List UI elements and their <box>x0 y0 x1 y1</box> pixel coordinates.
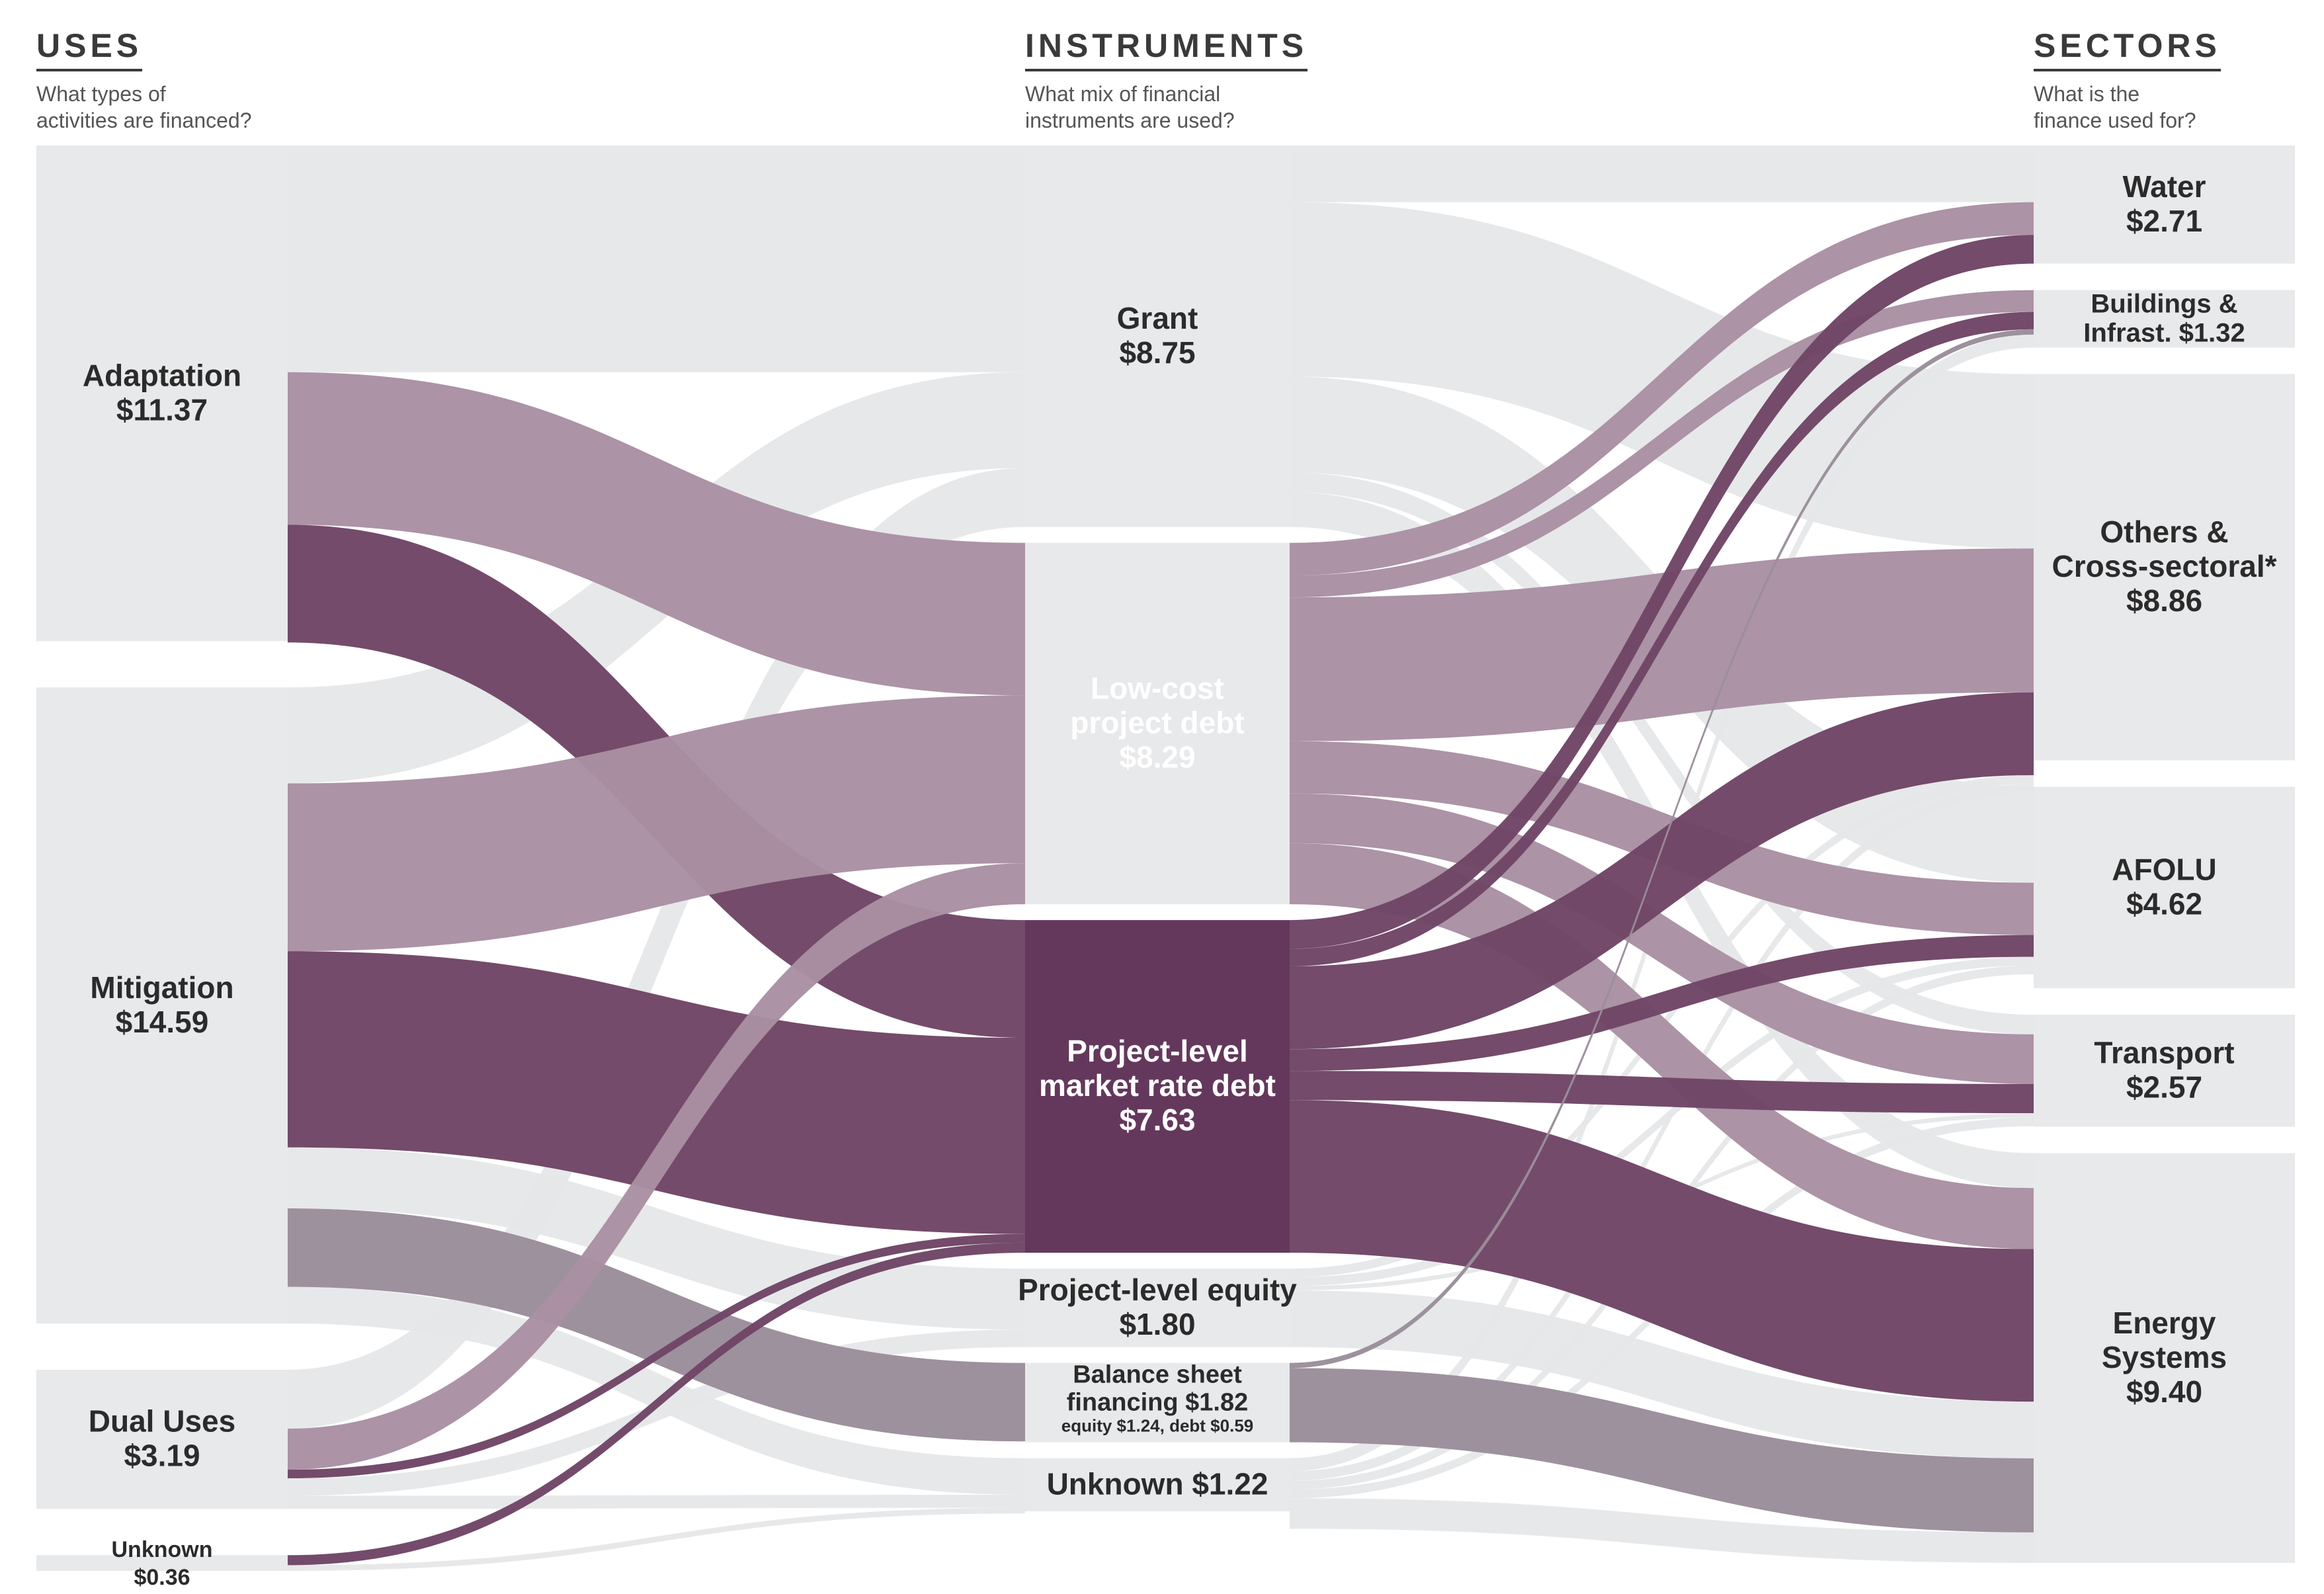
uses-subtitle: What types of activities are financed? <box>36 82 252 132</box>
node-label-market-text-1: market rate debt <box>1039 1068 1276 1103</box>
node-label-balance-text-0: Balance sheet <box>1073 1361 1242 1388</box>
sectors-title: SECTORS <box>2034 26 2221 71</box>
node-buildings <box>2034 290 2295 348</box>
flow-lowcost-to-buildings <box>1290 290 2034 598</box>
node-label-mitigation-value-1: $14.59 <box>116 1005 209 1039</box>
sectors-header: SECTORS What is the finance used for? <box>2034 26 2221 134</box>
flow-market-to-water <box>1290 235 2034 949</box>
flow-lowcost-to-water <box>1290 202 2034 576</box>
flow-grant-to-transport <box>1290 472 2034 1034</box>
flow-unknown_use-to-unknown_inst <box>288 1507 1025 1571</box>
flow-unknown_use-to-market <box>288 1242 1025 1566</box>
sectors-subtitle: What is the finance used for? <box>2034 82 2196 132</box>
node-water <box>2034 146 2295 264</box>
node-label-unknown_use-text-0: Unknown <box>112 1537 213 1562</box>
node-label-grant-text-0: Grant <box>1117 301 1198 335</box>
node-label-energy-text-0: Energy <box>2113 1306 2216 1340</box>
node-dual <box>36 1370 288 1509</box>
flow-balance-to-energy <box>1290 1368 2034 1532</box>
node-label-adaptation-value-1: $11.37 <box>116 392 208 427</box>
node-label-buildings-text-0: Buildings & <box>2091 289 2237 318</box>
node-unknown_inst <box>1025 1458 1290 1511</box>
node-label-others-text-1: Cross-sectoral* <box>2052 549 2276 583</box>
flow-grant-to-water <box>1290 146 2034 202</box>
flow-mitigation-to-lowcost <box>288 695 1025 952</box>
node-lowcost <box>1025 542 1290 905</box>
node-label-balance-note-2: equity $1.24, debt $0.59 <box>1061 1415 1253 1435</box>
flow-mitigation-to-market <box>288 951 1025 1234</box>
node-energy <box>2034 1153 2295 1564</box>
instruments-subtitle: What mix of financial instruments are us… <box>1025 82 1235 132</box>
flow-market-to-energy <box>1290 1100 2034 1402</box>
flow-mitigation-to-balance <box>288 1208 1025 1442</box>
node-label-market-value-2: $7.63 <box>1119 1103 1195 1137</box>
node-label-equity-value-1: $1.80 <box>1119 1307 1195 1341</box>
flow-dual-to-lowcost <box>288 863 1025 1470</box>
node-label-water-text-0: Water <box>2122 169 2206 204</box>
node-label-dual-text-0: Dual Uses <box>89 1404 235 1439</box>
node-mitigation <box>36 687 288 1324</box>
node-balance <box>1025 1363 1290 1443</box>
node-label-adaptation-text-0: Adaptation <box>83 358 241 392</box>
nodes <box>36 146 2295 1571</box>
node-label-lowcost-text-0: Low-cost <box>1091 671 1224 705</box>
node-label-equity-text-0: Project-level equity <box>1018 1273 1297 1307</box>
node-label-unknown_inst-label-value-0: Unknown $1.22 <box>1047 1466 1268 1501</box>
node-equity <box>1025 1268 1290 1347</box>
node-label-water-value-1: $2.71 <box>2126 204 2202 238</box>
node-label-others-text-0: Others & <box>2100 515 2228 549</box>
flow-unknown_inst-to-energy <box>1290 1498 2034 1564</box>
instruments-title: INSTRUMENTS <box>1025 26 1308 71</box>
node-label-grant-value-1: $8.75 <box>1119 335 1195 370</box>
flow-market-to-buildings <box>1290 312 2034 966</box>
flow-equity-to-afolu <box>1290 956 2034 1286</box>
flow-equity-to-energy <box>1290 1290 2034 1458</box>
flow-dual-to-equity <box>288 1329 1025 1496</box>
flow-dual-to-unknown_inst <box>288 1494 1025 1509</box>
node-label-balance-label-value-1: financing $1.82 <box>1067 1388 1249 1416</box>
node-adaptation <box>36 146 288 642</box>
node-label-transport-value-1: $2.57 <box>2126 1070 2202 1104</box>
node-label-afolu-value-1: $4.62 <box>2126 886 2202 921</box>
flows <box>288 146 2034 1571</box>
node-market <box>1025 920 1290 1253</box>
node-label-others-value-2: $8.86 <box>2126 583 2202 618</box>
node-unknown_use <box>36 1555 288 1571</box>
node-others <box>2034 374 2295 761</box>
node-label-energy-text-1: Systems <box>2102 1340 2227 1374</box>
uses-header: USES What types of activities are financ… <box>36 26 252 134</box>
flow-market-to-afolu <box>1290 935 2034 1071</box>
node-label-lowcost-text-1: project debt <box>1070 705 1244 739</box>
flow-balance-to-buildings <box>1290 329 2034 1368</box>
node-label-mitigation-text-0: Mitigation <box>90 970 233 1005</box>
node-grant <box>1025 146 1290 527</box>
instruments-header: INSTRUMENTS What mix of financial instru… <box>1025 26 1308 134</box>
node-label-transport-text-0: Transport <box>2094 1035 2234 1070</box>
flow-market-to-others <box>1290 692 2034 1050</box>
uses-title: USES <box>36 26 143 71</box>
flow-mitigation-to-unknown_inst <box>288 1286 1025 1495</box>
node-label-buildings-label-value-1: Infrast. $1.32 <box>2083 318 2245 347</box>
node-label-unknown_use-value-1: $0.36 <box>134 1565 190 1590</box>
node-transport <box>2034 1015 2295 1127</box>
flow-dual-to-grant <box>288 468 1025 1429</box>
node-label-energy-value-2: $9.40 <box>2126 1374 2202 1409</box>
flow-market-to-transport <box>1290 1071 2034 1114</box>
flow-lowcost-to-energy <box>1290 843 2034 1249</box>
node-label-afolu-text-0: AFOLU <box>2112 852 2216 886</box>
flow-adaptation-to-lowcost <box>288 372 1025 696</box>
flow-dual-to-market <box>288 1234 1025 1479</box>
flow-unknown_inst-to-others <box>1290 784 2034 1481</box>
node-label-market-text-0: Project-level <box>1067 1034 1248 1068</box>
flow-adaptation-to-grant <box>288 146 1025 372</box>
node-afolu <box>2034 786 2295 989</box>
node-label-dual-value-1: $3.19 <box>124 1439 200 1473</box>
node-label-lowcost-value-2: $8.29 <box>1119 739 1195 774</box>
